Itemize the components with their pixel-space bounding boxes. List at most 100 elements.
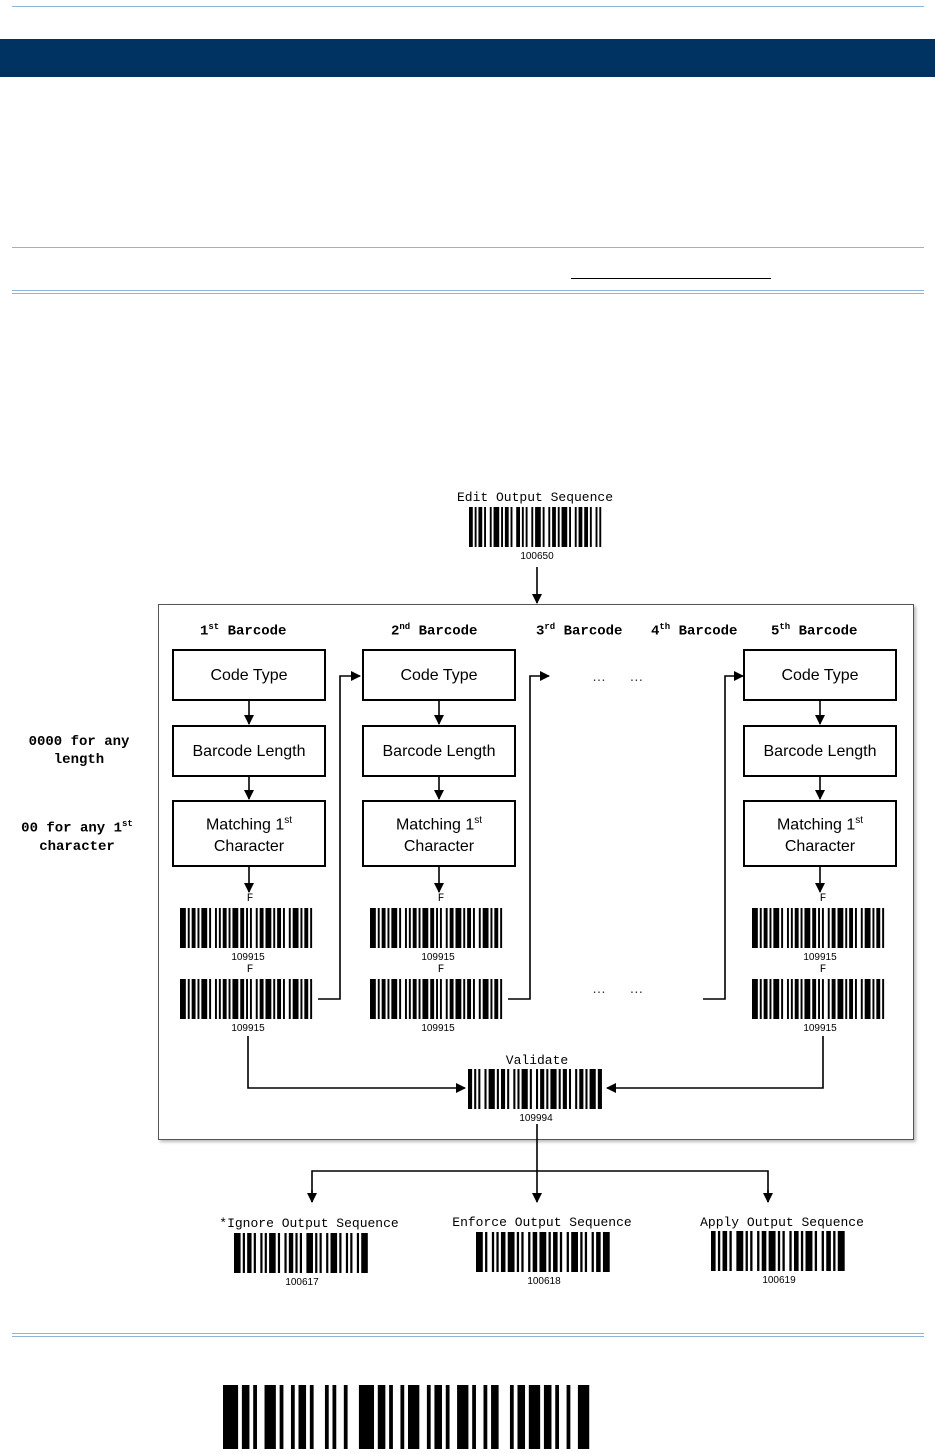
barcode-bar xyxy=(240,979,245,1019)
barcode-bar xyxy=(482,908,489,948)
barcode-bar xyxy=(757,1231,760,1271)
barcode-bar xyxy=(253,1385,257,1449)
barcode-bar xyxy=(474,507,477,547)
barcode-bars xyxy=(469,507,602,547)
barcode-bar xyxy=(326,1233,329,1273)
barcode-bar xyxy=(408,979,411,1019)
barcode-bar xyxy=(246,979,248,1019)
barcode-bar xyxy=(399,908,402,948)
apply-sequence-label: Apply Output Sequence xyxy=(700,1215,864,1230)
edit-sequence-barcode[interactable] xyxy=(469,507,605,547)
barcode-bars xyxy=(711,1231,845,1271)
barcode-bar xyxy=(491,1385,499,1449)
f-code: 109915 xyxy=(421,952,455,963)
barcode-bar xyxy=(804,908,811,948)
barcode-bar xyxy=(800,979,803,1019)
f-barcode[interactable] xyxy=(752,979,888,1019)
barcode-bar xyxy=(827,979,830,1019)
barcode-bar xyxy=(370,979,376,1019)
barcode-bar xyxy=(800,908,803,948)
barcode-bar xyxy=(228,908,231,948)
barcode-bar xyxy=(300,908,303,948)
f-barcode[interactable] xyxy=(370,979,506,1019)
barcode-bars xyxy=(752,908,885,948)
barcode-bar xyxy=(516,507,520,547)
large-barcode xyxy=(223,1385,593,1449)
barcode-bar xyxy=(343,1385,348,1449)
validate-barcode[interactable] xyxy=(468,1069,604,1109)
barcode-bar xyxy=(191,979,196,1019)
f-barcode[interactable] xyxy=(752,908,888,948)
barcode-bar xyxy=(882,908,885,948)
barcode-bar xyxy=(253,1233,256,1273)
barcode-bar xyxy=(596,1232,601,1272)
barcode-bar xyxy=(222,908,227,948)
barcode-bar xyxy=(187,979,190,1019)
barcode-bar xyxy=(845,908,848,948)
f-label: F xyxy=(819,893,827,905)
barcode-bar xyxy=(265,979,272,1019)
barcode-bar xyxy=(295,1233,298,1273)
barcode-bar xyxy=(445,1385,450,1449)
f-barcode[interactable] xyxy=(370,908,506,948)
barcode-bar xyxy=(292,979,299,1019)
barcode-bar xyxy=(525,507,528,547)
barcode-bar xyxy=(854,908,857,948)
apply-sequence-barcode[interactable] xyxy=(711,1231,847,1271)
f-barcode[interactable] xyxy=(180,979,316,1019)
barcode-bar xyxy=(584,1232,588,1272)
barcode-bar xyxy=(517,1069,520,1109)
barcode-bar xyxy=(535,507,541,547)
barcode-bar xyxy=(507,1069,510,1109)
barcode-bar xyxy=(589,1069,596,1109)
barcode-bar xyxy=(597,1069,602,1109)
barcode-bar xyxy=(358,1385,375,1449)
enforce-sequence-barcode[interactable] xyxy=(476,1232,612,1272)
barcode-bars xyxy=(752,979,885,1019)
f-label: F xyxy=(819,964,827,976)
barcode-bar xyxy=(399,979,402,1019)
barcode-bar xyxy=(282,908,285,948)
barcode-bar xyxy=(180,979,186,1019)
barcode-bar xyxy=(763,979,768,1019)
barcode-bar xyxy=(494,979,499,1019)
barcode-bar xyxy=(330,1233,338,1273)
barcode-bar xyxy=(482,979,489,1019)
barcode-bar xyxy=(837,979,844,1019)
barcode-bar xyxy=(246,908,248,948)
barcode-bar xyxy=(232,979,239,1019)
barcode-bar xyxy=(722,1231,728,1271)
f-barcode[interactable] xyxy=(180,908,316,948)
barcode-bar xyxy=(532,1232,538,1272)
barcode-bar xyxy=(247,1233,252,1273)
barcode-bar xyxy=(509,1385,514,1449)
barcode-bar xyxy=(288,1233,294,1273)
barcode-bar xyxy=(602,1232,610,1272)
barcode-bar xyxy=(805,1231,813,1271)
barcode-bar xyxy=(299,1233,302,1273)
ignore-sequence-barcode[interactable] xyxy=(234,1233,370,1273)
barcode-bar xyxy=(516,1232,520,1272)
barcode-bar xyxy=(265,908,272,948)
barcode-bar xyxy=(562,1069,567,1109)
barcode-bar xyxy=(483,1385,488,1449)
barcode-bar xyxy=(752,908,758,948)
barcode-bar xyxy=(876,908,881,948)
barcode-bar xyxy=(381,979,386,1019)
barcode-bar xyxy=(234,1233,241,1273)
barcode-bar xyxy=(818,908,820,948)
barcode-bar xyxy=(812,979,817,1019)
barcode-bar xyxy=(259,979,264,1019)
barcode-bar xyxy=(463,908,466,948)
barcode-bars xyxy=(180,908,313,948)
barcode-bar xyxy=(485,1232,488,1272)
barcode-bar xyxy=(412,979,417,1019)
barcode-length-box-5: Barcode Length xyxy=(743,725,897,777)
top-rule xyxy=(12,6,924,7)
barcode-bar xyxy=(552,507,556,547)
barcode-bar xyxy=(434,1385,442,1449)
barcode-bar xyxy=(548,507,551,547)
barcode-bar xyxy=(584,507,588,547)
